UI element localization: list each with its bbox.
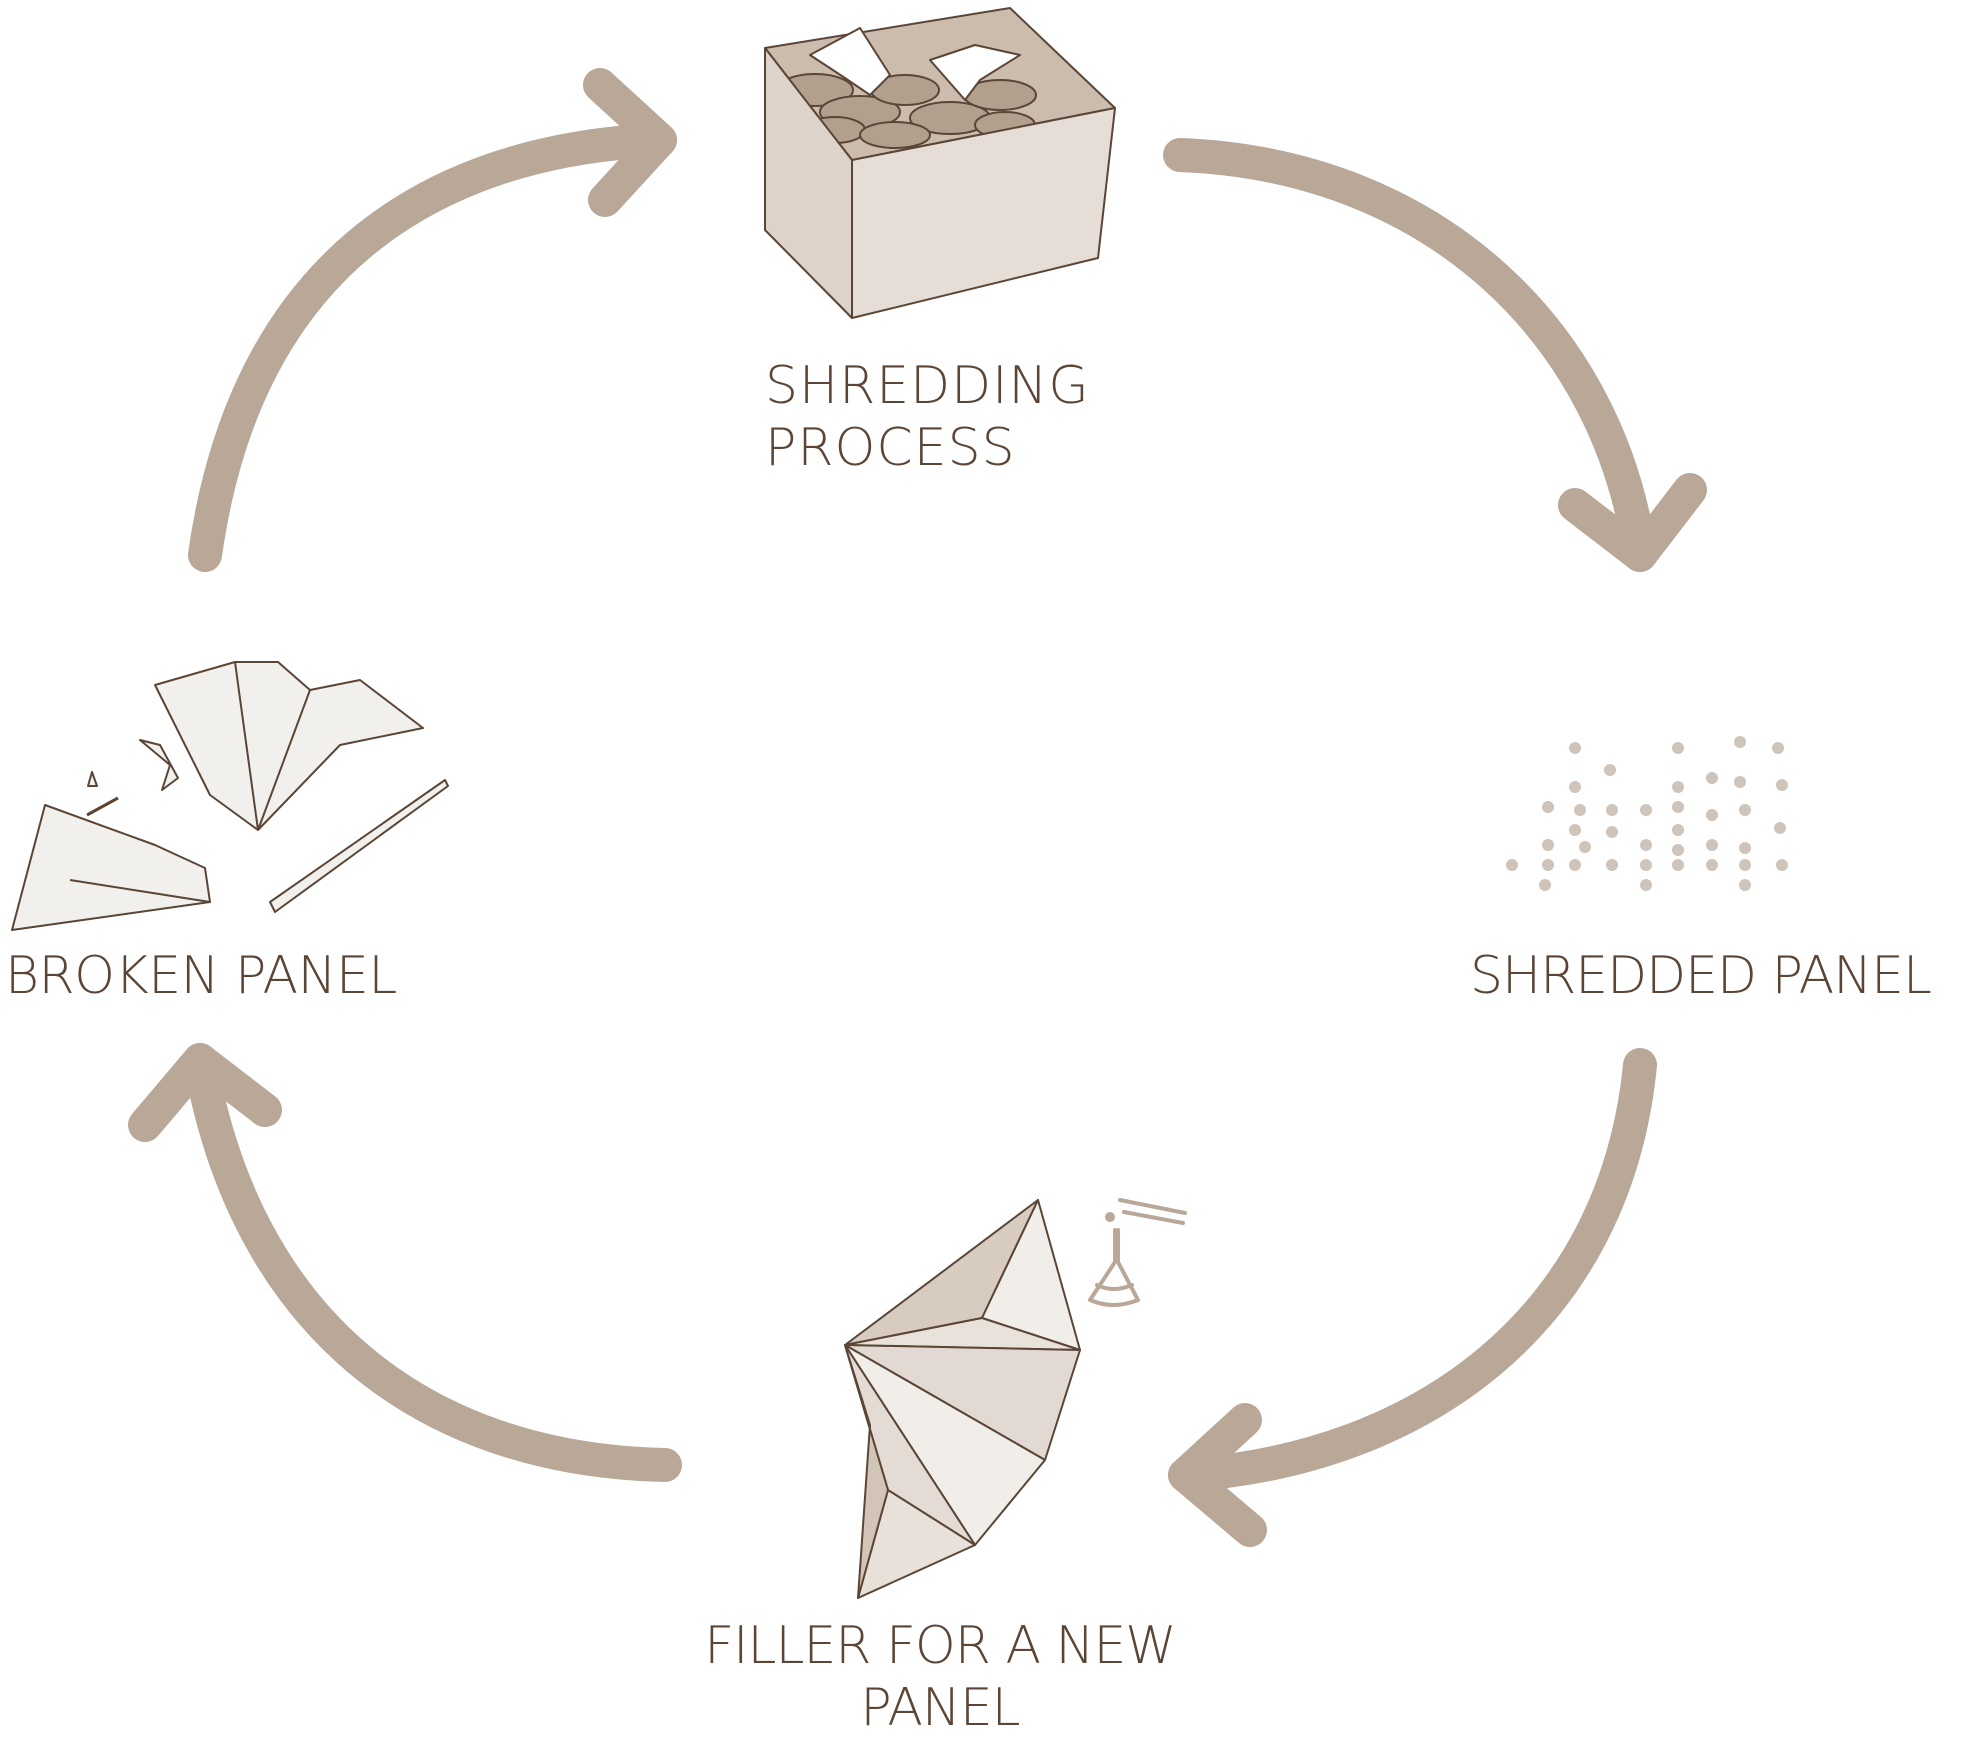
particle-dot (1739, 859, 1751, 871)
folded-panel (844, 1199, 1081, 1599)
particle-dot (1672, 859, 1684, 871)
broken-fragment-3 (87, 771, 98, 787)
particle-dot (1569, 824, 1581, 836)
particle-dot (1542, 839, 1554, 851)
label-shredded-panel: SHREDDED PANEL (1470, 945, 1932, 1007)
particle-dot (1739, 804, 1751, 816)
particle-dot (1739, 879, 1751, 891)
particle-dot (1672, 801, 1684, 813)
particle-dot (1506, 859, 1518, 871)
arrowhead-to-shredding (583, 68, 677, 217)
particle-dot (1734, 736, 1746, 748)
arrowhead-to-filler (1168, 1403, 1267, 1547)
label-shredding-process: SHREDDING PROCESS (765, 355, 1090, 479)
particle-dot (1569, 742, 1581, 754)
particle-dot (1606, 859, 1618, 871)
label-broken-line1: BROKEN PANEL (5, 946, 397, 1006)
label-shredding-line1: SHREDDING (765, 356, 1090, 416)
shredded-particles-icon (1506, 736, 1788, 891)
particle-dot (1542, 859, 1554, 871)
shredder-box-icon (764, 7, 1116, 319)
arrow-filler-to-broken (183, 1043, 682, 1482)
label-filler-new-panel: FILLER FOR A NEW PANEL (690, 1615, 1190, 1739)
particle-dot (1606, 826, 1618, 838)
arrowhead-to-shredded (1558, 473, 1707, 572)
label-filler-line1: FILLER FOR A NEW (704, 1616, 1176, 1676)
particle-dot (1569, 859, 1581, 871)
particle-dot (1640, 879, 1652, 891)
label-broken-panel: BROKEN PANEL (5, 945, 397, 1007)
broken-fragment-2 (86, 796, 119, 817)
particle-dot (1672, 742, 1684, 754)
particle-dot (1569, 781, 1581, 793)
label-shredded-line1: SHREDDED PANEL (1470, 946, 1932, 1006)
particle-dot (1739, 842, 1751, 854)
arrow-broken-to-shredding (188, 123, 677, 572)
flask-icon (1088, 1198, 1187, 1307)
particle-dot (1606, 804, 1618, 816)
particle-dot (1640, 804, 1652, 816)
particle-dot (1772, 742, 1784, 754)
label-shredding-line2: PROCESS (765, 418, 1016, 478)
broken-piece-sliver (269, 779, 449, 913)
paper-piece-right (929, 44, 1021, 101)
broken-panel-pieces-icon (11, 661, 449, 931)
label-filler-line2: PANEL (860, 1678, 1020, 1738)
particle-dot (1706, 772, 1718, 784)
broken-piece-bottom-left (11, 804, 211, 931)
arrow-shredded-to-filler (1168, 1048, 1657, 1492)
cycle-arrows (128, 68, 1707, 1547)
particle-dot (1672, 824, 1684, 836)
particle-dot (1640, 859, 1652, 871)
particle-dot (1706, 809, 1718, 821)
particle-dot (1672, 781, 1684, 793)
particle-dot (1539, 879, 1551, 891)
particle-dot (1706, 859, 1718, 871)
particle-dot (1579, 841, 1591, 853)
particle-dot (1734, 776, 1746, 788)
particle-dot (1640, 839, 1652, 851)
arrow-shredding-to-shredded (1163, 138, 1657, 572)
particle-dot (1672, 844, 1684, 856)
folded-panel-flask-icon (844, 1198, 1187, 1599)
paper-piece-left (809, 27, 891, 96)
particle-dot (1776, 859, 1788, 871)
particle-dot (1776, 779, 1788, 791)
particle-dot (1542, 801, 1554, 813)
arrowhead-to-broken (128, 1043, 282, 1142)
broken-fragment-1 (139, 739, 179, 791)
particle-dot (1774, 822, 1786, 834)
particle-dot (1706, 839, 1718, 851)
particle-dot (1574, 804, 1586, 816)
particle-dot (1604, 764, 1616, 776)
